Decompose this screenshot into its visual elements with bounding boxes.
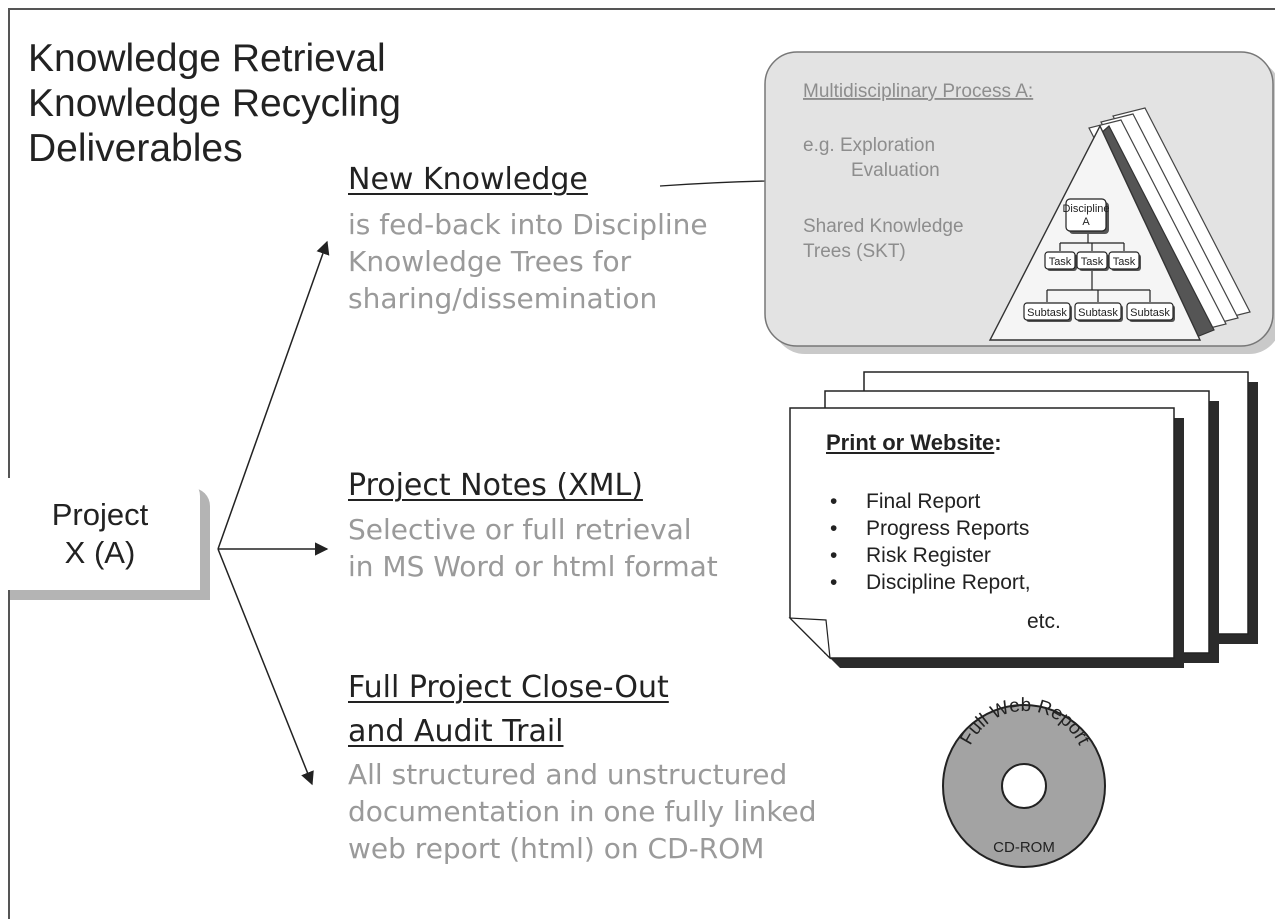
project-notes-heading: Project Notes (XML) [348, 468, 643, 503]
skt-label-line-2: Trees (SKT) [803, 241, 906, 262]
list-item: Risk Register [830, 542, 1031, 569]
report-etc: etc. [1027, 610, 1061, 633]
tree-node-root-line-1: Discipline [1062, 203, 1109, 215]
desc-line: web report (html) on CD-ROM [348, 832, 765, 865]
tree-node-subtask [1023, 302, 1071, 321]
cd-label: CD-ROM [993, 839, 1055, 856]
new-knowledge-heading: New Knowledge [348, 162, 588, 197]
report-page-folded-corner [788, 617, 831, 660]
close-out-heading-line-1: Full Project Close-Out [348, 670, 669, 705]
skt-example-line-1: e.g. Exploration [803, 135, 935, 156]
project-line-2: X (A) [64, 535, 136, 570]
desc-line: Knowledge Trees for [348, 245, 632, 278]
project-notes-description: Selective or full retrieval in MS Word o… [348, 511, 718, 585]
tree-node-task [1108, 251, 1140, 270]
desc-line: documentation in one fully linked [348, 795, 817, 828]
skt-label-line-1: Shared Knowledge [803, 216, 964, 237]
report-list: Final Report Progress Reports Risk Regis… [830, 488, 1031, 596]
project-line-1: Project [51, 497, 149, 532]
title-line-2: Knowledge Recycling [28, 82, 401, 125]
report-title-suffix: : [994, 430, 1002, 455]
report-title: Print or Website: [826, 430, 1002, 456]
report-title-main: Print or Website [826, 430, 995, 455]
desc-line: in MS Word or html format [348, 550, 718, 583]
desc-line: All structured and unstructured [348, 758, 788, 791]
tree-node-subtask [1074, 302, 1122, 321]
tree-node-root [1065, 198, 1107, 232]
tree-node-task-label: Task [1081, 256, 1104, 268]
tree-node-task-label: Task [1113, 256, 1136, 268]
skt-example-line-2: Evaluation [851, 160, 940, 181]
cd-rom-disc: Full Web Report CD-ROM [942, 695, 1106, 868]
project-box: Project X (A) [0, 478, 200, 590]
tree-node-root-line-2: A [1082, 216, 1090, 228]
title-line-3: Deliverables [28, 127, 243, 170]
new-knowledge-description: is fed-back into Discipline Knowledge Tr… [348, 206, 708, 317]
list-item: Final Report [830, 488, 1031, 515]
arrow-to-new-knowledge [217, 240, 330, 550]
title-line-1: Knowledge Retrieval [28, 37, 386, 80]
tree-node-subtask-label: Subtask [1078, 307, 1118, 319]
skt-panel: Multidisciplinary Process A: e.g. Explor… [764, 51, 1275, 354]
tree-node-task-label: Task [1049, 256, 1072, 268]
tree-node-subtask-label: Subtask [1027, 307, 1067, 319]
close-out-heading-line-2: and Audit Trail [348, 714, 564, 749]
tree-node-subtask [1126, 302, 1174, 321]
slide-frame [8, 8, 1275, 919]
tree-node-task [1076, 251, 1108, 270]
list-item: Discipline Report, [830, 569, 1031, 596]
tree-node-subtask-label: Subtask [1130, 307, 1170, 319]
close-out-description: All structured and unstructured document… [348, 756, 817, 867]
tree-connectors [1046, 232, 1151, 302]
arrow-to-close-out [217, 548, 314, 786]
branch-arrows [217, 240, 330, 786]
tree-node-task [1044, 251, 1076, 270]
desc-line: is fed-back into Discipline [348, 208, 708, 241]
desc-line: sharing/dissemination [348, 282, 658, 315]
slide-title: Knowledge Retrieval Knowledge Recycling … [28, 36, 401, 171]
list-item: Progress Reports [830, 515, 1031, 542]
skt-heading: Multidisciplinary Process A: [803, 81, 1033, 102]
desc-line: Selective or full retrieval [348, 513, 692, 546]
cd-hole [1001, 763, 1047, 809]
